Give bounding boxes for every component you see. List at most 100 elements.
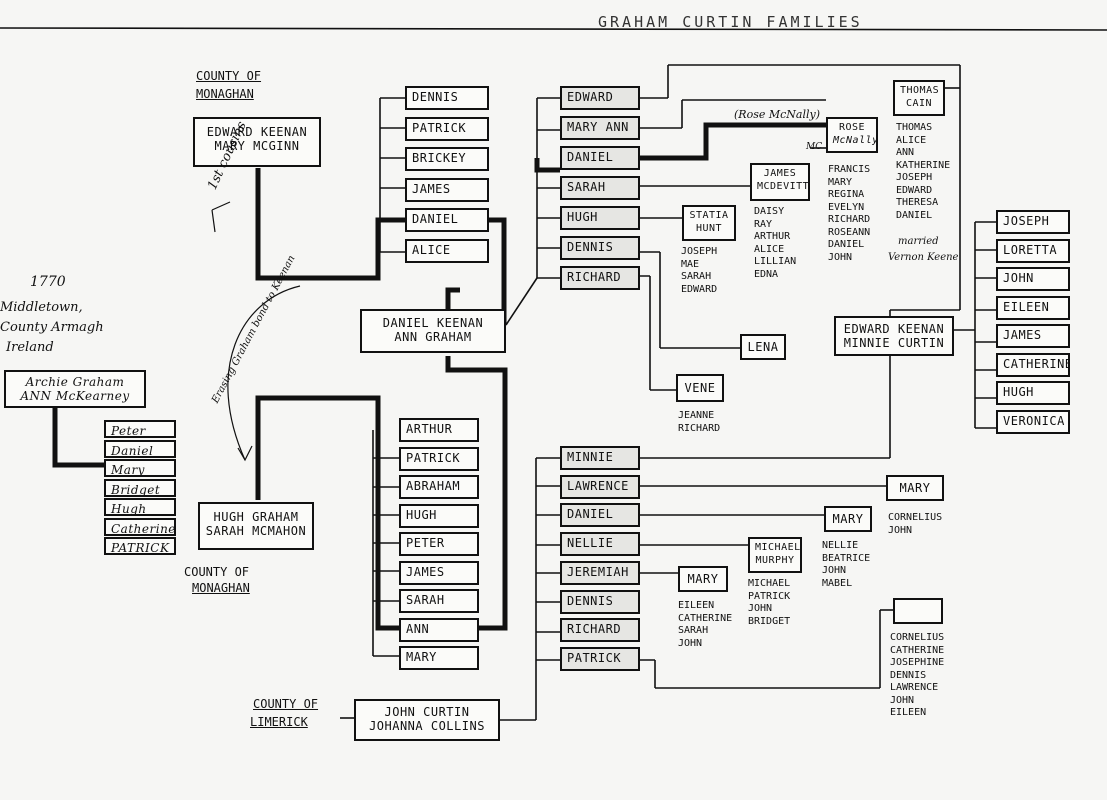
list-name: MARY <box>828 176 853 188</box>
note-rose-mcnally: (Rose McNally) <box>734 108 820 121</box>
child-box: ANN <box>399 617 479 642</box>
couple-hugh-graham: HUGH GRAHAM SARAH McMAHON <box>198 502 314 550</box>
place-county-monaghan-line1: COUNTY OF <box>184 565 250 579</box>
wife-name: ANN McKearney <box>20 389 130 403</box>
child-box: DANIEL <box>560 503 640 528</box>
list-name: ALICE <box>754 243 785 255</box>
child-box: SARAH <box>399 589 479 613</box>
spouse-vene: VENE <box>676 374 724 402</box>
child-box: JEREMIAH <box>560 560 640 585</box>
child-box: HUGH <box>560 206 640 230</box>
husband-name: HUGH GRAHAM <box>213 510 299 524</box>
list-name: JOHN <box>828 251 853 263</box>
list-name: KATHERINE <box>896 159 951 171</box>
child-box: CATHERINE <box>996 352 1070 377</box>
spouse-name-line2: MURPHY <box>755 555 795 566</box>
list-name: JOHN <box>678 637 703 649</box>
spouse-thomas-cain: THOMAS CAIN <box>893 80 945 116</box>
list-name: JOSEPHINE <box>890 657 945 668</box>
list-name: PATRICK <box>748 590 791 602</box>
list-name: DENNIS <box>890 669 927 681</box>
spouse-statia-hunt: STATIA HUNT <box>682 205 736 241</box>
list-name: LAWRENCE <box>890 682 939 693</box>
list-name: LILLIAN <box>754 256 797 267</box>
header-title: GRAHAM CURTIN FAMILIES <box>598 13 863 31</box>
list-name: JOSEPH <box>896 172 933 183</box>
child-box: PETER <box>399 532 479 556</box>
husband-name: EDWARD KEENAN <box>206 125 308 139</box>
list-name: THERESA <box>896 197 939 208</box>
list-name: DANIEL <box>896 209 933 221</box>
child-box: JOSEPH <box>996 210 1070 234</box>
child-box: Daniel <box>104 439 176 458</box>
spouse-name-line2: McDEVITT <box>757 181 810 192</box>
child-box: VERONICA <box>996 409 1070 434</box>
note-vernon-keene: Vernon Keene <box>888 252 959 263</box>
husband-name: JOHN CURTIN <box>384 705 470 719</box>
wife-name: JOHANNA COLLINS <box>369 719 485 733</box>
place-county-monaghan-line2: MONAGHAN <box>196 87 254 101</box>
child-box: ABRAHAM <box>399 475 479 499</box>
child-box: HUGH <box>996 381 1070 405</box>
list-name: CORNELIUS <box>890 632 945 643</box>
spouse-lena: LENA <box>740 334 786 360</box>
list-name: CATHERINE <box>890 644 945 656</box>
list-name: CATHERINE <box>678 612 733 624</box>
couple-keenan-mcginn: EDWARD KEENAN MARY McGINN <box>193 117 321 167</box>
child-box: MINNIE <box>560 446 640 470</box>
list-name: EILEEN <box>890 707 927 718</box>
child-box: ARTHUR <box>399 418 479 442</box>
spouse-mary: MARY <box>886 475 944 501</box>
list-name: EDWARD <box>681 283 718 295</box>
list-name: MABEL <box>822 577 853 589</box>
list-name: JOSEPH <box>681 246 718 257</box>
child-box: MARY ANN <box>560 116 640 140</box>
list-name: ALICE <box>896 134 927 146</box>
spouse-name-line2: HUNT <box>695 223 723 234</box>
spouse-name-line1: STATIA <box>689 210 729 221</box>
child-box: NELLIE <box>560 532 640 557</box>
child-box: BRICKEY <box>405 147 489 171</box>
list-name: JOHN <box>822 565 847 576</box>
couple-john-curtin: JOHN CURTIN JOHANNA COLLINS <box>354 699 500 741</box>
child-box: RICHARD <box>560 618 640 643</box>
wife-name: ANN GRAHAM <box>394 330 472 344</box>
wife-name: MINNIE CURTIN <box>843 336 945 350</box>
child-box: LAWRENCE <box>560 474 640 499</box>
origin-county: County Armagh <box>0 320 104 335</box>
child-box: PATRICK <box>399 446 479 471</box>
spouse-empty <box>893 598 943 624</box>
child-box: DENNIS <box>560 236 640 260</box>
origin-year: 1770 <box>30 274 66 290</box>
place-county-limerick-line2: LIMERICK <box>250 715 308 729</box>
spouse-rose: ROSE McNally <box>826 117 878 153</box>
child-box: RICHARD <box>560 266 640 290</box>
spouse-name-line2: CAIN <box>905 98 933 109</box>
list-name: BRIDGET <box>748 615 791 627</box>
child-box: Catherine <box>104 517 176 536</box>
child-box: PATRICK <box>405 116 489 141</box>
husband-name: EDWARD KEENAN <box>843 322 945 336</box>
child-box: PATRICK <box>104 537 176 555</box>
note-mc: MC <box>806 142 823 152</box>
list-name: THOMAS <box>896 122 933 133</box>
list-name: EILEEN <box>678 600 715 611</box>
child-box: MARY <box>399 646 479 670</box>
list-name: ARTHUR <box>754 231 791 242</box>
child-box: SARAH <box>560 176 640 200</box>
child-box: EILEEN <box>996 295 1070 320</box>
child-box: DENNIS <box>405 86 489 110</box>
list-name: FRANCIS <box>828 164 871 175</box>
child-box: LORETTA <box>996 238 1070 263</box>
spouse-michael-murphy: MICHAEL MURPHY <box>748 537 802 573</box>
origin-country: Ireland <box>6 340 54 355</box>
child-box: HUGH <box>399 503 479 528</box>
child-box: JAMES <box>399 560 479 585</box>
child-box: Hugh <box>104 498 176 516</box>
child-box: JOHN <box>996 267 1070 291</box>
